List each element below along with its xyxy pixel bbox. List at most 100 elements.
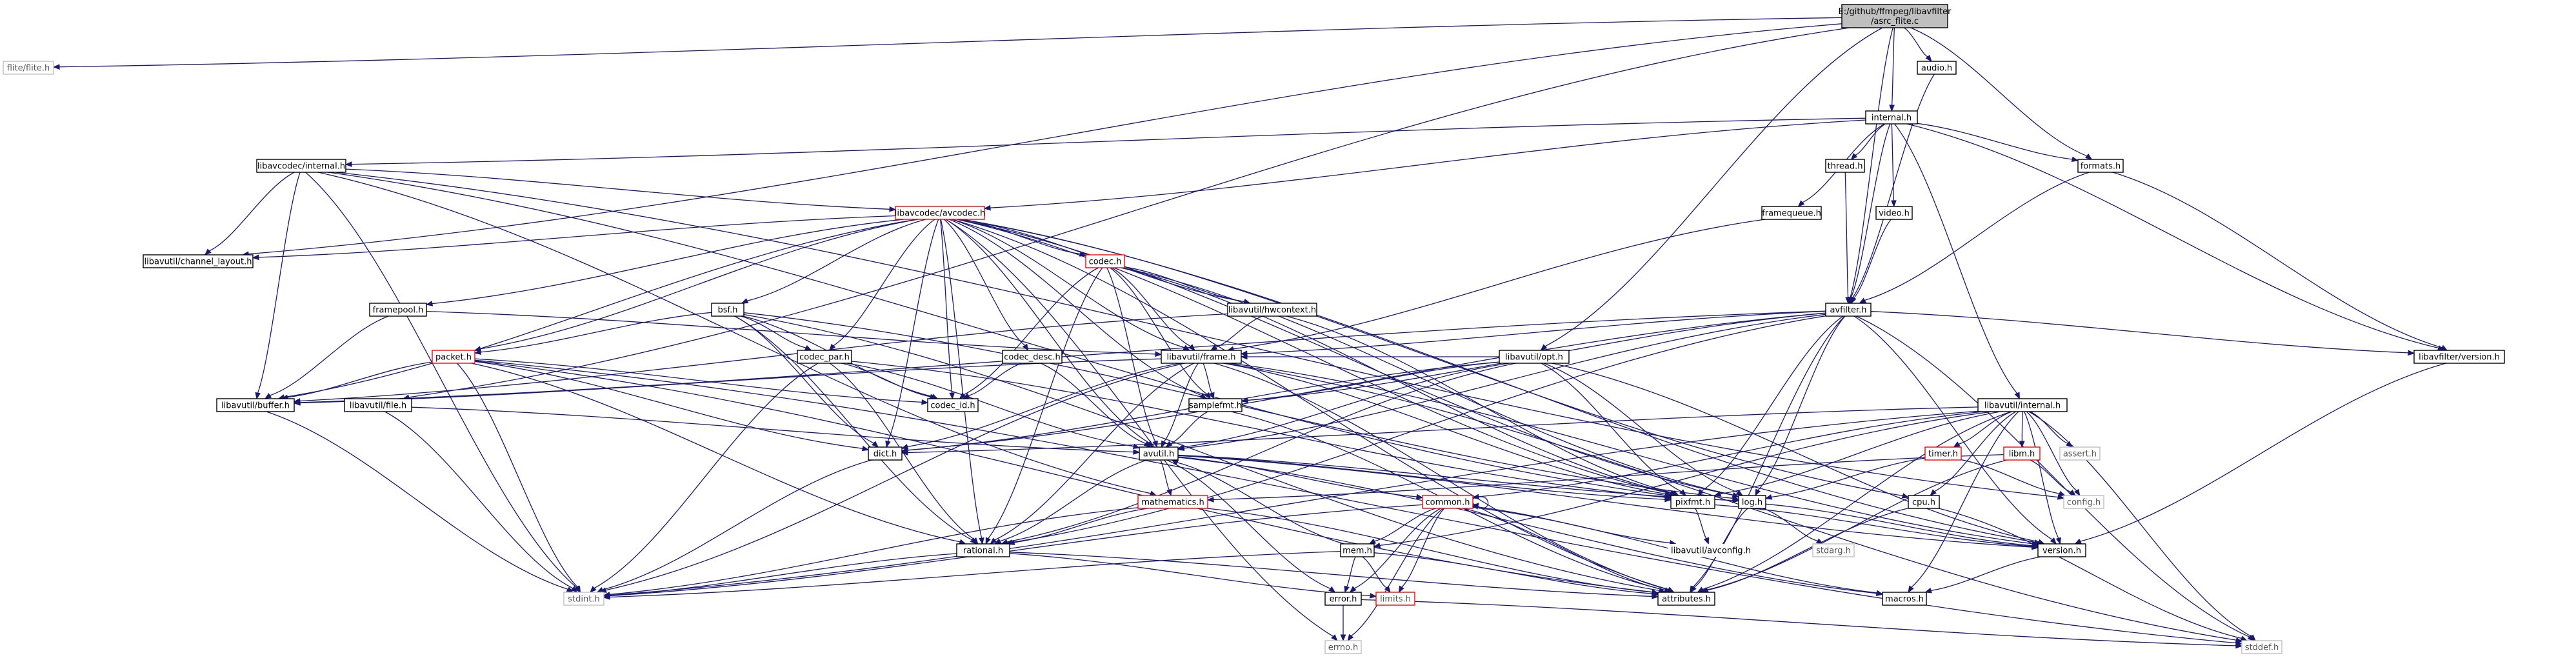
node-mem[interactable]: mem.h <box>1340 543 1375 557</box>
node-bsf[interactable]: bsf.h <box>711 303 744 317</box>
edge-opt-to-frame <box>1240 354 1499 360</box>
node-label: libavutil/frame.h <box>1167 353 1236 363</box>
node-avfilter[interactable]: avfilter.h <box>1825 303 1872 317</box>
node-box <box>1161 350 1242 364</box>
node-codec_desc[interactable]: codec_desc.h <box>1002 350 1063 364</box>
edge-common-to-stdint <box>603 504 1423 599</box>
node-cpu[interactable]: cpu.h <box>1908 495 1940 509</box>
edge-formats-to-avfilter <box>1859 172 2090 304</box>
edge-avcodec-to-dict <box>885 219 939 448</box>
edge-avfilter-to-lu_version <box>1853 315 2057 545</box>
node-label: errno.h <box>1328 643 1359 653</box>
node-label: config.h <box>2067 498 2101 508</box>
node-lc_internal[interactable]: libavcodec/internal.h <box>256 159 346 173</box>
edge-internal-to-avcodec <box>983 119 1866 211</box>
node-box <box>1882 592 1927 606</box>
node-file[interactable]: libavutil/file.h <box>344 398 412 412</box>
node-log[interactable]: log.h <box>1738 495 1766 509</box>
edge-avutil-to-error <box>1166 459 1336 593</box>
node-label: libavutil/internal.h <box>1984 401 2061 411</box>
node-label: libavutil/buffer.h <box>221 401 290 411</box>
node-label: libavfilter/version.h <box>2419 353 2500 363</box>
node-formats[interactable]: formats.h <box>2077 159 2124 173</box>
node-common[interactable]: common.h <box>1422 495 1473 509</box>
node-video[interactable]: video.h <box>1875 206 1913 220</box>
node-frame[interactable]: libavutil/frame.h <box>1161 350 1242 364</box>
edge-avcodec-to-codec_par <box>829 219 935 352</box>
node-lu_internal[interactable]: libavutil/internal.h <box>1977 398 2068 412</box>
node-label: mem.h <box>1343 546 1372 556</box>
edge-framepool-to-buffer <box>264 315 389 399</box>
edge-hwcontext-to-pixfmt <box>1286 315 1680 496</box>
node-codec_par[interactable]: codec_par.h <box>797 350 852 364</box>
node-libm[interactable]: libm.h <box>2003 446 2041 461</box>
edge-root-to-opt <box>1540 27 1883 351</box>
edge-codec-to-frame <box>1111 267 1195 351</box>
node-buffer[interactable]: libavutil/buffer.h <box>216 398 295 412</box>
node-label: version.h <box>2042 546 2081 556</box>
node-timer[interactable]: timer.h <box>1924 446 1962 461</box>
node-codec_id[interactable]: codec_id.h <box>927 398 979 412</box>
node-limits[interactable]: limits.h <box>1375 592 1415 606</box>
node-attributes[interactable]: attributes.h <box>1657 592 1715 606</box>
node-label: flite/flite.h <box>7 64 50 74</box>
node-internal[interactable]: internal.h <box>1865 110 1918 125</box>
edge-mem-to-stdint <box>603 550 1341 600</box>
node-error[interactable]: error.h <box>1324 592 1362 606</box>
node-codec[interactable]: codec.h <box>1085 254 1125 268</box>
node-framepool[interactable]: framepool.h <box>369 303 427 317</box>
node-rational[interactable]: rational.h <box>956 543 1010 557</box>
node-packet[interactable]: packet.h <box>432 350 475 364</box>
node-assert[interactable]: assert.h <box>2059 446 2101 461</box>
node-label: libavutil/avconfig.h <box>1671 546 1751 556</box>
node-thread[interactable]: thread.h <box>1825 159 1865 173</box>
node-box <box>2241 640 2282 654</box>
node-label: rational.h <box>963 546 1003 556</box>
edge-frame-to-lu_version <box>1230 363 2039 546</box>
node-avconfig[interactable]: libavutil/avconfig.h <box>1668 544 1753 557</box>
node-audio[interactable]: audio.h <box>1917 61 1957 75</box>
edge-common-to-avconfig <box>1472 506 1677 546</box>
edge-lavfi_version-to-lu_version <box>2074 363 2446 545</box>
edge-root-to-audio <box>1904 27 1932 63</box>
edge-opt-to-log <box>1543 363 1744 496</box>
node-chlayout[interactable]: libavutil/channel_layout.h <box>143 254 254 268</box>
edge-internal-to-thread <box>1850 123 1886 160</box>
edge-timer-to-log <box>1764 457 1926 500</box>
node-errno[interactable]: errno.h <box>1324 640 1362 654</box>
edge-avcodec-to-avutil <box>945 219 1153 448</box>
node-avutil[interactable]: avutil.h <box>1139 446 1179 461</box>
edge-avutil-to-common <box>1177 456 1424 500</box>
node-box <box>143 254 254 268</box>
edge-avfilter-to-pixfmt <box>1697 315 1844 497</box>
node-dict[interactable]: dict.h <box>868 446 903 461</box>
node-stdint[interactable]: stdint.h <box>563 592 604 606</box>
node-mathematics[interactable]: mathematics.h <box>1137 495 1208 509</box>
edge-libm-to-attributes <box>1700 459 2008 593</box>
node-macros[interactable]: macros.h <box>1882 592 1927 606</box>
node-pixfmt[interactable]: pixfmt.h <box>1670 495 1715 509</box>
node-avcodec[interactable]: libavcodec/avcodec.h <box>895 206 986 220</box>
node-config[interactable]: config.h <box>2063 495 2104 509</box>
node-label: log.h <box>1742 498 1762 508</box>
node-box <box>797 350 852 364</box>
node-box <box>1188 398 1243 412</box>
node-lu_version[interactable]: version.h <box>2037 543 2086 557</box>
node-framequeue[interactable]: framequeue.h <box>1761 206 1822 220</box>
edge-root-to-internal <box>1889 27 1895 112</box>
node-stddef[interactable]: stddef.h <box>2241 640 2282 654</box>
node-box <box>1761 206 1822 220</box>
node-opt[interactable]: libavutil/opt.h <box>1499 350 1570 364</box>
node-samplefmt[interactable]: samplefmt.h <box>1188 398 1243 412</box>
edge-opt-to-avutil <box>1177 363 1510 450</box>
node-flite[interactable]: flite/flite.h <box>3 61 54 75</box>
node-lavfi_version[interactable]: libavfilter/version.h <box>2413 350 2505 364</box>
edge-codec-to-codec_id <box>959 267 1099 399</box>
edge-frame-to-dict <box>901 363 1181 450</box>
node-stdarg[interactable]: stdarg.h <box>1812 543 1855 557</box>
edge-lc_internal-to-avcodec <box>345 168 897 212</box>
node-hwcontext[interactable]: libavutil/hwcontext.h <box>1227 303 1317 317</box>
node-label: assert.h <box>2063 450 2097 459</box>
edge-avcodec-to-codec_id <box>940 219 955 400</box>
nodes-layer: E:/github/ffmpeg/libavfilter/asrc_flite.… <box>3 4 2505 654</box>
